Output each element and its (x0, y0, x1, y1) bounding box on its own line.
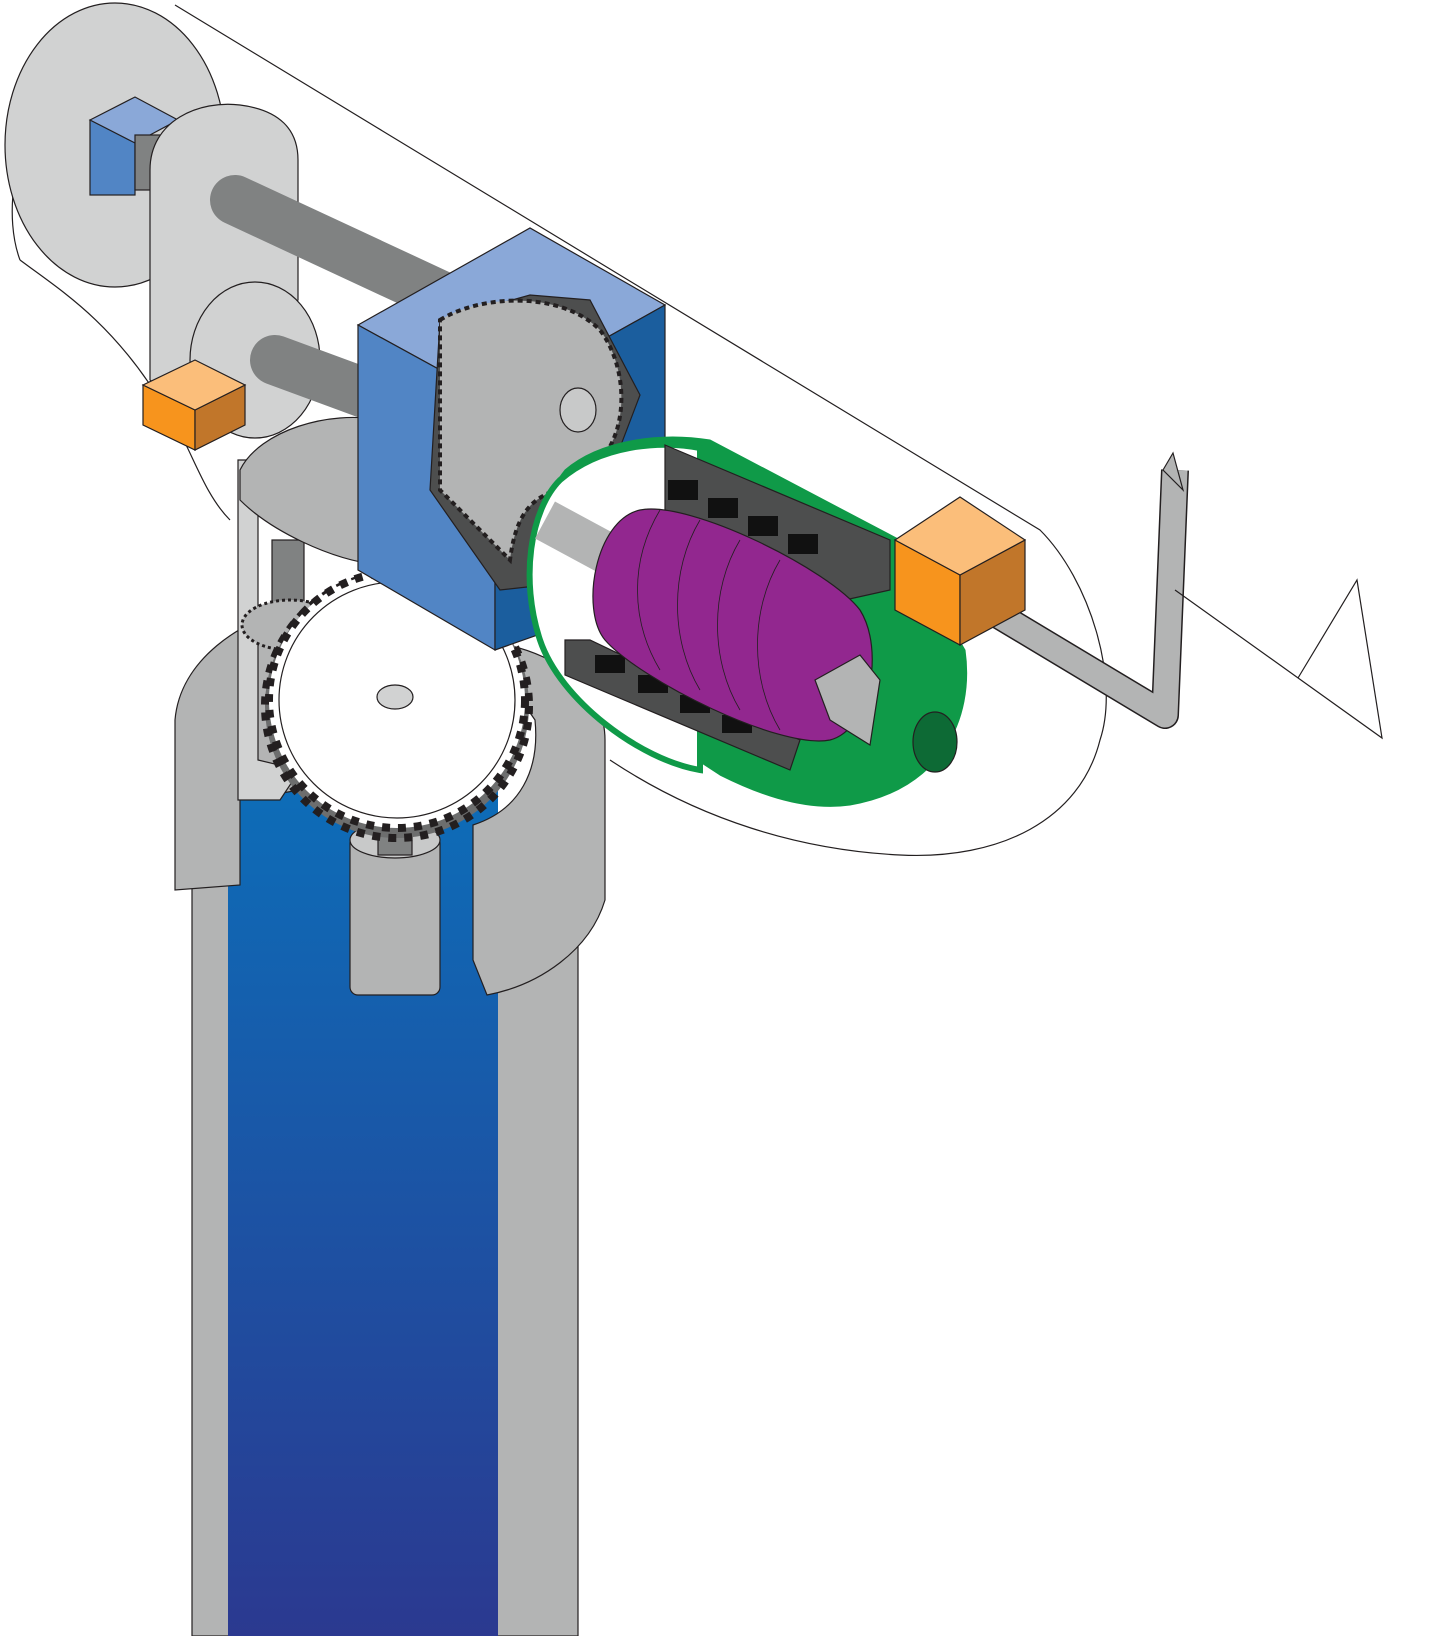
generator (526, 436, 968, 807)
yaw-gear-hub (376, 684, 414, 710)
wind-vane (1174, 578, 1383, 740)
yaw-motor (349, 834, 441, 996)
generator-shaft-end (814, 654, 881, 746)
small-gear-shaft (271, 539, 305, 611)
secondary-shaft (250, 335, 395, 420)
yaw-gear (261, 568, 533, 842)
cooling-port (912, 711, 958, 773)
gear-hub (559, 387, 597, 433)
rear-bearing-top (893, 496, 1027, 576)
mast-tip (1162, 451, 1185, 493)
main-shaft (210, 175, 475, 325)
brake-block-top (141, 359, 247, 411)
sensor-mast-fill (983, 469, 1188, 728)
large-gear (438, 298, 624, 565)
rotor-segment-lines (637, 509, 781, 731)
generator-rotor (592, 508, 873, 742)
